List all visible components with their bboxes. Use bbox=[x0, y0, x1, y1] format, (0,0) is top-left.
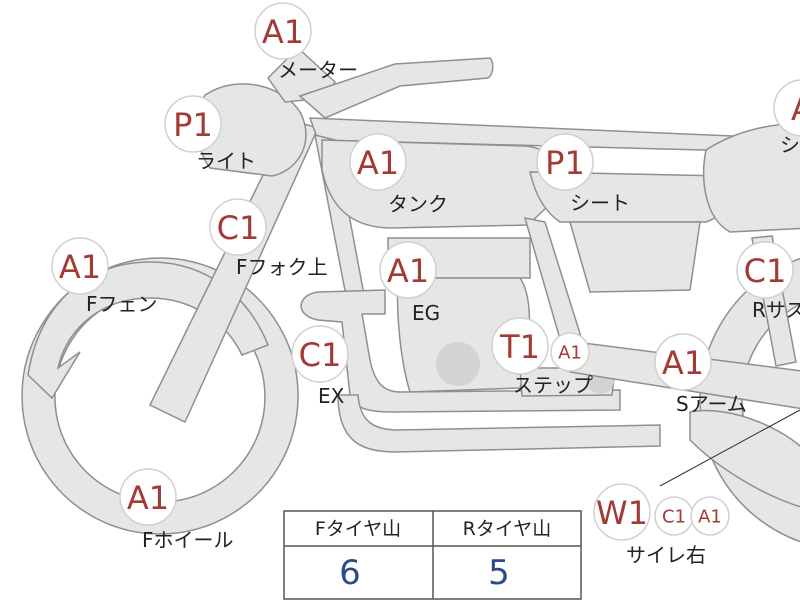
badge-code: A1 bbox=[262, 13, 304, 51]
badge-code: C1 bbox=[299, 336, 342, 374]
part-10-label: Sアーム bbox=[676, 392, 747, 416]
badge-code: P1 bbox=[173, 106, 213, 144]
part-7-damage-badge-0: A1 bbox=[379, 241, 437, 299]
part-12-damage-badge-0: A1 bbox=[119, 468, 177, 526]
badge-code: C1 bbox=[662, 507, 686, 528]
badge-circle bbox=[550, 332, 590, 372]
muffler bbox=[689, 409, 800, 508]
badge-circle bbox=[349, 133, 407, 191]
badge-circle bbox=[773, 79, 800, 137]
part-0-label: メーター bbox=[278, 58, 358, 82]
badge-code: A1 bbox=[698, 507, 722, 528]
badge-code: A1 bbox=[127, 479, 169, 517]
badge-circle bbox=[254, 2, 312, 60]
muffler-leader-line bbox=[659, 409, 800, 487]
badge-circle bbox=[536, 133, 594, 191]
part-4-damage-badge-0: A bbox=[773, 79, 800, 137]
badge-circle bbox=[209, 198, 267, 256]
part-6-label: Fフェン bbox=[86, 292, 158, 316]
badge-code: A1 bbox=[662, 344, 704, 382]
part-5-label: Fフォク上 bbox=[236, 255, 328, 279]
part-0-damage-badge-0: A1 bbox=[254, 2, 312, 60]
badge-code: W1 bbox=[596, 494, 648, 532]
part-13-damage-badge-0: W1 bbox=[593, 483, 651, 541]
front-fork bbox=[148, 119, 320, 424]
exhaust-lower bbox=[337, 394, 661, 453]
exhaust-pipe bbox=[300, 289, 621, 413]
badge-code: A1 bbox=[357, 144, 399, 182]
part-3-label: シート bbox=[570, 191, 630, 215]
part-1-damage-badge-0: P1 bbox=[164, 95, 222, 153]
badge-code: A1 bbox=[59, 248, 101, 286]
badge-circle bbox=[291, 325, 349, 383]
front-tire-header: Fタイヤ山 bbox=[315, 518, 401, 540]
part-6-damage-badge-0: A1 bbox=[51, 237, 109, 295]
part-9-damage-badge-1: A1 bbox=[550, 332, 590, 372]
handlebar bbox=[298, 57, 494, 119]
damage-annotations: A1メーターP1ライトA1タンクP1シートAシC1Fフォク上A1FフェンA1EG… bbox=[51, 2, 800, 567]
badge-code: A1 bbox=[387, 252, 429, 290]
part-3-damage-badge-0: P1 bbox=[536, 133, 594, 191]
badge-circle bbox=[164, 95, 222, 153]
rear-tire-value: 5 bbox=[488, 553, 510, 593]
badge-circle bbox=[690, 496, 730, 536]
badge-code: T1 bbox=[499, 328, 540, 366]
part-13-label: サイレ右 bbox=[626, 543, 706, 567]
front-tire-value: 6 bbox=[339, 553, 361, 593]
part-11-damage-badge-0: C1 bbox=[736, 241, 794, 299]
rear-tire-header: Rタイヤ山 bbox=[463, 518, 552, 540]
badge-circle bbox=[119, 468, 177, 526]
part-11-label: Rサス bbox=[752, 298, 800, 322]
part-2-damage-badge-0: A1 bbox=[349, 133, 407, 191]
badge-circle bbox=[736, 241, 794, 299]
badge-circle bbox=[379, 241, 437, 299]
rear-cowl bbox=[703, 122, 800, 233]
part-13-damage-badge-2: A1 bbox=[690, 496, 730, 536]
part-10-damage-badge-0: A1 bbox=[654, 333, 712, 391]
badge-code: A bbox=[791, 90, 800, 128]
rear-wheel bbox=[699, 257, 800, 543]
badge-circle bbox=[654, 333, 712, 391]
part-12-label: Fホイール bbox=[142, 528, 234, 552]
badge-code: P1 bbox=[545, 144, 585, 182]
tire-tread-table: Fタイヤ山 Rタイヤ山 6 5 bbox=[283, 510, 582, 600]
engine-case bbox=[396, 277, 531, 393]
part-4-label: シ bbox=[780, 133, 800, 157]
part-7-label: EG bbox=[412, 301, 440, 325]
badge-circle bbox=[593, 483, 651, 541]
part-9-label: ステップ bbox=[513, 373, 593, 397]
part-1-label: ライト bbox=[196, 149, 256, 173]
part-9-damage-badge-0: T1 bbox=[491, 317, 549, 375]
part-8-label: EX bbox=[318, 384, 345, 408]
part-13-damage-badge-1: C1 bbox=[654, 496, 694, 536]
badge-code: C1 bbox=[744, 252, 787, 290]
part-2-label: タンク bbox=[388, 192, 448, 216]
badge-code: C1 bbox=[217, 209, 260, 247]
badge-circle bbox=[491, 317, 549, 375]
badge-code: A1 bbox=[558, 343, 582, 364]
badge-circle bbox=[51, 237, 109, 295]
part-5-damage-badge-0: C1 bbox=[209, 198, 267, 256]
engine-cover bbox=[436, 342, 480, 386]
side-cover bbox=[569, 221, 701, 293]
part-8-damage-badge-0: C1 bbox=[291, 325, 349, 383]
